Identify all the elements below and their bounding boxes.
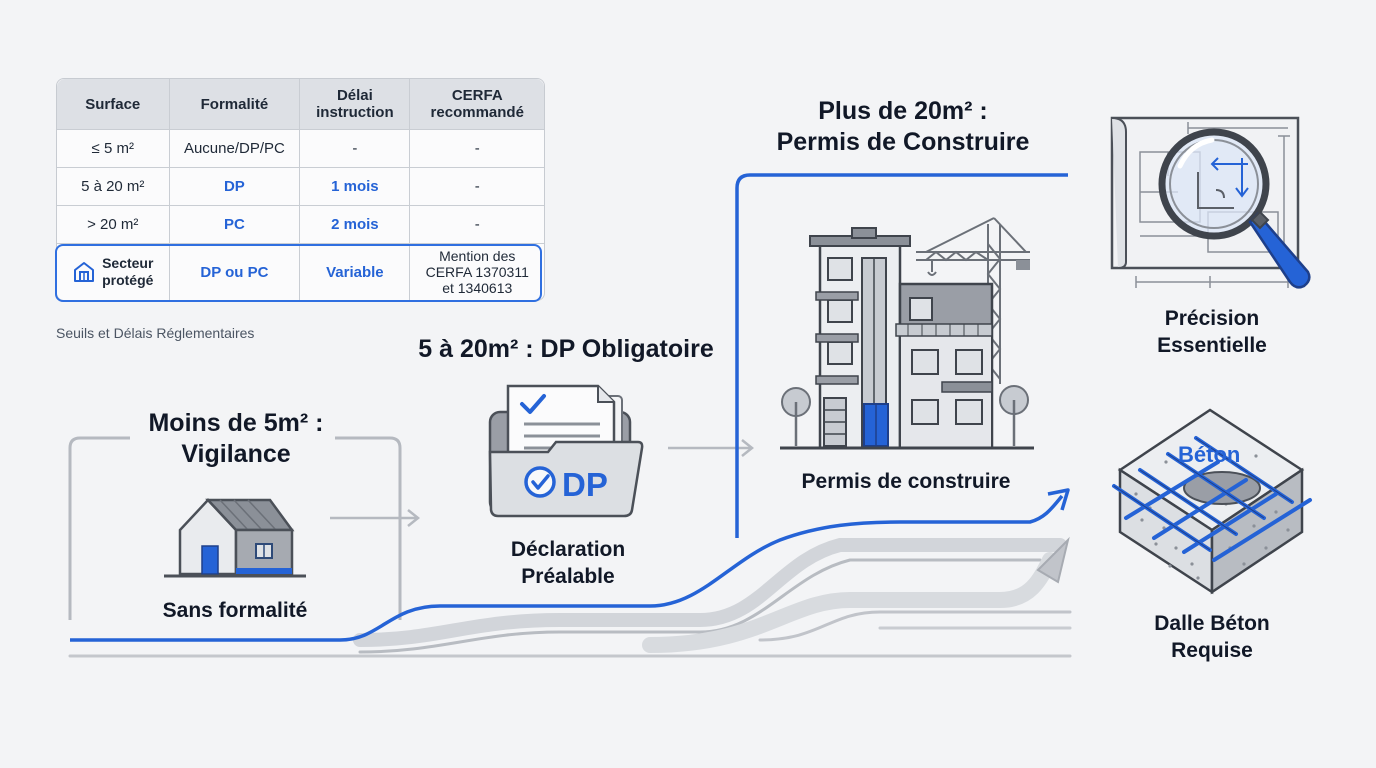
cell-surface: ≤ 5 m² <box>57 130 170 168</box>
building-crane-icon <box>780 217 1034 450</box>
small-shed-icon <box>164 498 306 578</box>
cell-delai: Variable <box>300 244 411 300</box>
concrete-badge: Béton <box>1178 442 1241 467</box>
header-surface: Surface <box>57 79 170 130</box>
dp-badge: DP <box>562 466 608 503</box>
step-large-frame <box>735 173 1068 538</box>
step-medium-heading: 5 à 20m² : DP Obligatoire <box>418 335 714 363</box>
cell-formalite: DP ou PC <box>170 244 301 300</box>
step-small-heading: Moins de 5m² :Vigilance <box>148 409 324 468</box>
arrow-medium-to-large <box>668 439 755 457</box>
cell-cerfa: - <box>410 168 544 206</box>
step-large-label: Permis de construire <box>801 470 1011 493</box>
cell-formalite: Aucune/DP/PC <box>169 130 301 168</box>
step-large-heading: Plus de 20m² :Permis de Construire <box>776 97 1030 156</box>
blue-arrowhead <box>1047 488 1070 511</box>
cell-cerfa: - <box>410 206 544 244</box>
step-small-frame <box>68 436 130 620</box>
table-row: 5 à 20 m² DP 1 mois - <box>57 168 544 206</box>
step-small-label: Sans formalité <box>162 599 308 622</box>
arrow-small-to-medium <box>330 509 421 527</box>
dp-folder-icon <box>488 384 644 518</box>
gray-bands <box>68 538 1072 658</box>
gray-arrowhead <box>1036 536 1070 584</box>
cell-delai: 1 mois <box>300 168 411 206</box>
table-row: ≤ 5 m² Aucune/DP/PC - - <box>57 130 544 168</box>
cell-surface: 5 à 20 m² <box>57 168 170 206</box>
table-caption: Seuils et Délais Réglementaires <box>56 325 255 341</box>
blueprint-magnifier-icon <box>1110 116 1311 289</box>
protected-building-icon <box>74 262 95 282</box>
cell-formalite: PC <box>169 206 301 244</box>
cell-formalite: DP <box>169 168 301 206</box>
cell-delai: 2 mois <box>300 206 411 244</box>
checkmark-icon <box>520 394 546 414</box>
concrete-slab-icon <box>1112 408 1312 595</box>
cell-surface: > 20 m² <box>57 206 170 244</box>
table-row: > 20 m² PC 2 mois - <box>57 206 544 244</box>
cell-delai: - <box>300 130 411 168</box>
blue-progress-line <box>70 494 1064 642</box>
cell-cerfa: - <box>410 130 544 168</box>
magnifier-icon <box>1158 128 1311 289</box>
header-formalite: Formalité <box>169 79 301 130</box>
